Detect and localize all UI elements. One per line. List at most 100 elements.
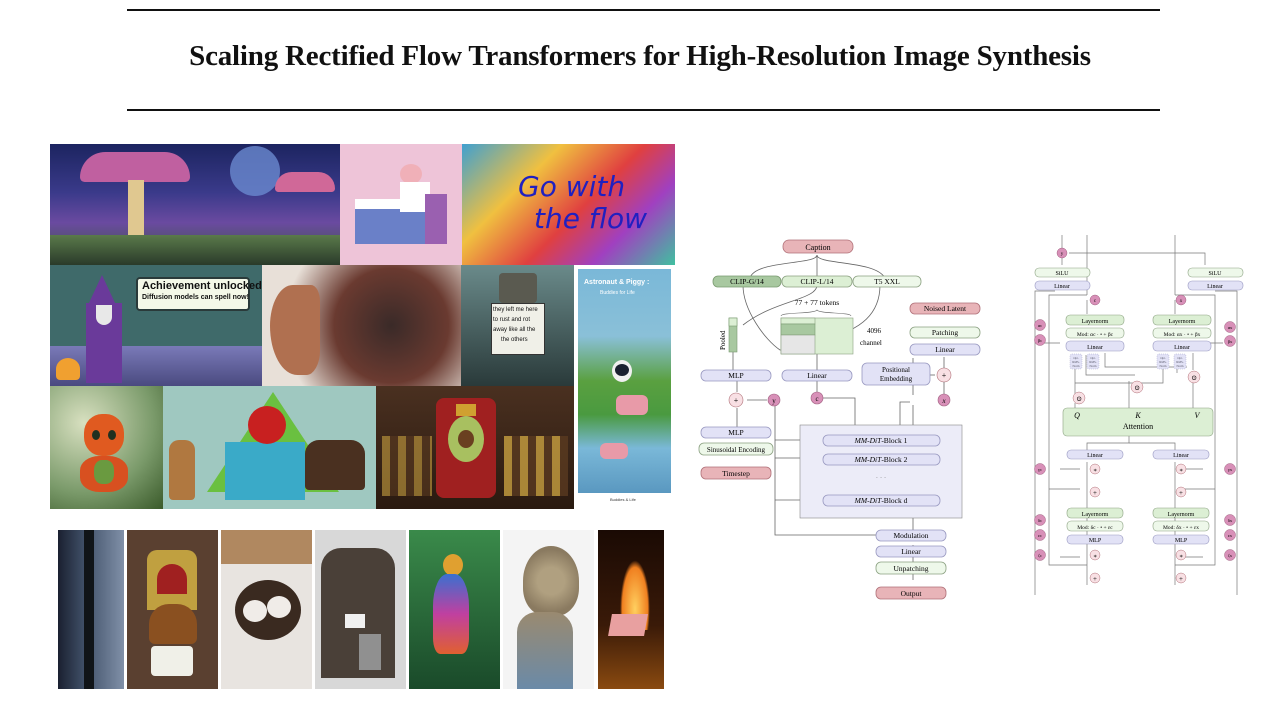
layernorm-c2-label: Layernorm — [1082, 512, 1109, 518]
layernorm-x1-label: Layernorm — [1169, 319, 1196, 325]
svg-text:ζx: ζx — [1228, 553, 1233, 558]
channel-label-2: channel — [860, 339, 882, 347]
svg-text:βx: βx — [1228, 339, 1233, 344]
layernorm-x2 — [1152, 507, 1210, 519]
svg-text:RMS-: RMS- — [1072, 360, 1079, 364]
tokens-label: 77 + 77 tokens — [795, 298, 840, 307]
paper-title: Scaling Rectified Flow Transformers for … — [189, 40, 1091, 72]
top-rule — [127, 9, 1160, 11]
silu-left-label: SiLU — [1055, 271, 1069, 277]
pos-emb-label-1: Positional — [882, 366, 910, 374]
x-node — [937, 393, 951, 407]
mod-x1 — [1152, 327, 1212, 339]
plus-label-2: + — [734, 396, 739, 405]
mod-c1 — [1065, 327, 1125, 339]
x-label: x — [941, 397, 946, 405]
svg-text:Opt.: Opt. — [1160, 356, 1166, 360]
gating-nodes-2: ∗ ∗ + + — [1089, 549, 1187, 584]
linear-left — [1034, 280, 1091, 291]
noised-latent-label: Noised Latent — [924, 304, 967, 313]
mod-x2 — [1152, 520, 1210, 532]
tile-pepper-dragon — [50, 386, 163, 509]
encoder-clip-g — [712, 275, 782, 288]
y-label: y — [772, 397, 776, 405]
channel-label-1: 4096 — [867, 327, 882, 335]
unpatching-box — [875, 561, 947, 575]
robot-sign-3: away like all the — [493, 327, 536, 333]
mmdit-block-1 — [822, 434, 941, 447]
mlp2-label: MLP — [728, 428, 743, 437]
flow-text-1: Go with — [518, 170, 626, 203]
timestep-box — [700, 466, 772, 480]
svg-text:εc: εc — [1038, 533, 1042, 538]
flow-text-2: the flow — [534, 202, 647, 235]
linear-c — [1065, 340, 1125, 352]
strip-pups-in-wall — [221, 530, 312, 689]
poster-footer: Buddies & Life — [610, 497, 636, 502]
layernorm-x2-label: Layernorm — [1168, 512, 1195, 518]
modulation-label: Modulation — [894, 531, 929, 540]
linear2-box — [909, 343, 981, 356]
linear3-box — [875, 545, 947, 558]
svg-text:Norm: Norm — [1090, 364, 1098, 368]
svg-text:RMS-: RMS- — [1159, 360, 1166, 364]
mlp-x — [1152, 534, 1210, 545]
rms-norm-group: Opt.RMS-Norm Opt.RMS-Norm Opt.RMS-Norm O… — [1069, 353, 1187, 370]
svg-text:Norm: Norm — [1177, 364, 1185, 368]
side-params-x: αx βx γx δx εx ζx — [1224, 321, 1236, 561]
mlp-box — [700, 369, 772, 382]
layernorm-c1-label: Layernorm — [1082, 319, 1109, 325]
caption-label: Caption — [805, 243, 830, 252]
pooled-label: Pooled — [719, 330, 727, 350]
mlp2-box — [700, 426, 772, 439]
linear3-label: Linear — [901, 547, 921, 556]
svg-text:αc: αc — [1038, 323, 1042, 328]
linear-c2-label: Linear — [1087, 453, 1103, 459]
attention-box — [1062, 407, 1214, 437]
strip-flaming-origami-pig — [598, 530, 664, 689]
v-label: V — [1195, 411, 1201, 420]
linear-x2-label: Linear — [1173, 453, 1189, 459]
strip-office-cabinet — [315, 530, 406, 689]
encoder-t5-label: T5 XXL — [874, 277, 900, 286]
c-node — [1089, 294, 1101, 306]
sinusoidal-label: Sinusoidal Encoding — [707, 446, 766, 454]
svg-text:Opt.: Opt. — [1090, 356, 1096, 360]
c-node — [810, 391, 824, 405]
svg-text:∗: ∗ — [1179, 554, 1183, 560]
svg-text:+: + — [1179, 489, 1183, 497]
linear-box — [781, 369, 853, 382]
svg-text:αx: αx — [1228, 325, 1233, 330]
linear-right-label: Linear — [1207, 284, 1223, 290]
mmdit-block-1-label: MM-DiT-Block 1 — [854, 436, 908, 445]
mmdit-block-d-label: MM-DiT-Block d — [854, 496, 908, 505]
tile-cat-dog-cube — [163, 386, 376, 509]
timestep-label: Timestep — [722, 469, 750, 478]
concat-q-label: ⊙ — [1076, 395, 1082, 403]
attention-label: Attention — [1123, 422, 1153, 431]
linear2-label: Linear — [935, 345, 955, 354]
positional-embedding-box — [861, 362, 931, 386]
svg-text:Norm: Norm — [1073, 364, 1081, 368]
mmdit-block-2-label: MM-DiT-Block 2 — [854, 455, 908, 464]
k-label: K — [1134, 411, 1141, 420]
svg-text:Opt.: Opt. — [1073, 356, 1079, 360]
patching-box — [909, 326, 981, 339]
layernorm-c1 — [1065, 314, 1125, 326]
concat-v-label: ⊙ — [1191, 374, 1197, 382]
tile-go-with-the-flow: Go with the flow — [462, 144, 675, 265]
mod-x2-label: Mod: δx · • + εx — [1163, 525, 1199, 531]
svg-text:RMS-: RMS- — [1176, 360, 1183, 364]
mmdit-block-d — [822, 494, 941, 507]
plus-node-pooled — [728, 392, 744, 408]
strip-coral-head — [503, 530, 594, 689]
silu-right — [1187, 267, 1244, 278]
encoder-t5 — [852, 275, 922, 288]
svg-text:δc: δc — [1038, 518, 1042, 523]
svg-text:+: + — [1093, 575, 1097, 583]
noised-latent-box — [909, 302, 981, 315]
strip-burger-throne — [127, 530, 218, 689]
bubble-title: Achievement unlocked: — [142, 280, 262, 292]
plus-label: + — [942, 371, 947, 380]
output-box — [875, 586, 947, 600]
